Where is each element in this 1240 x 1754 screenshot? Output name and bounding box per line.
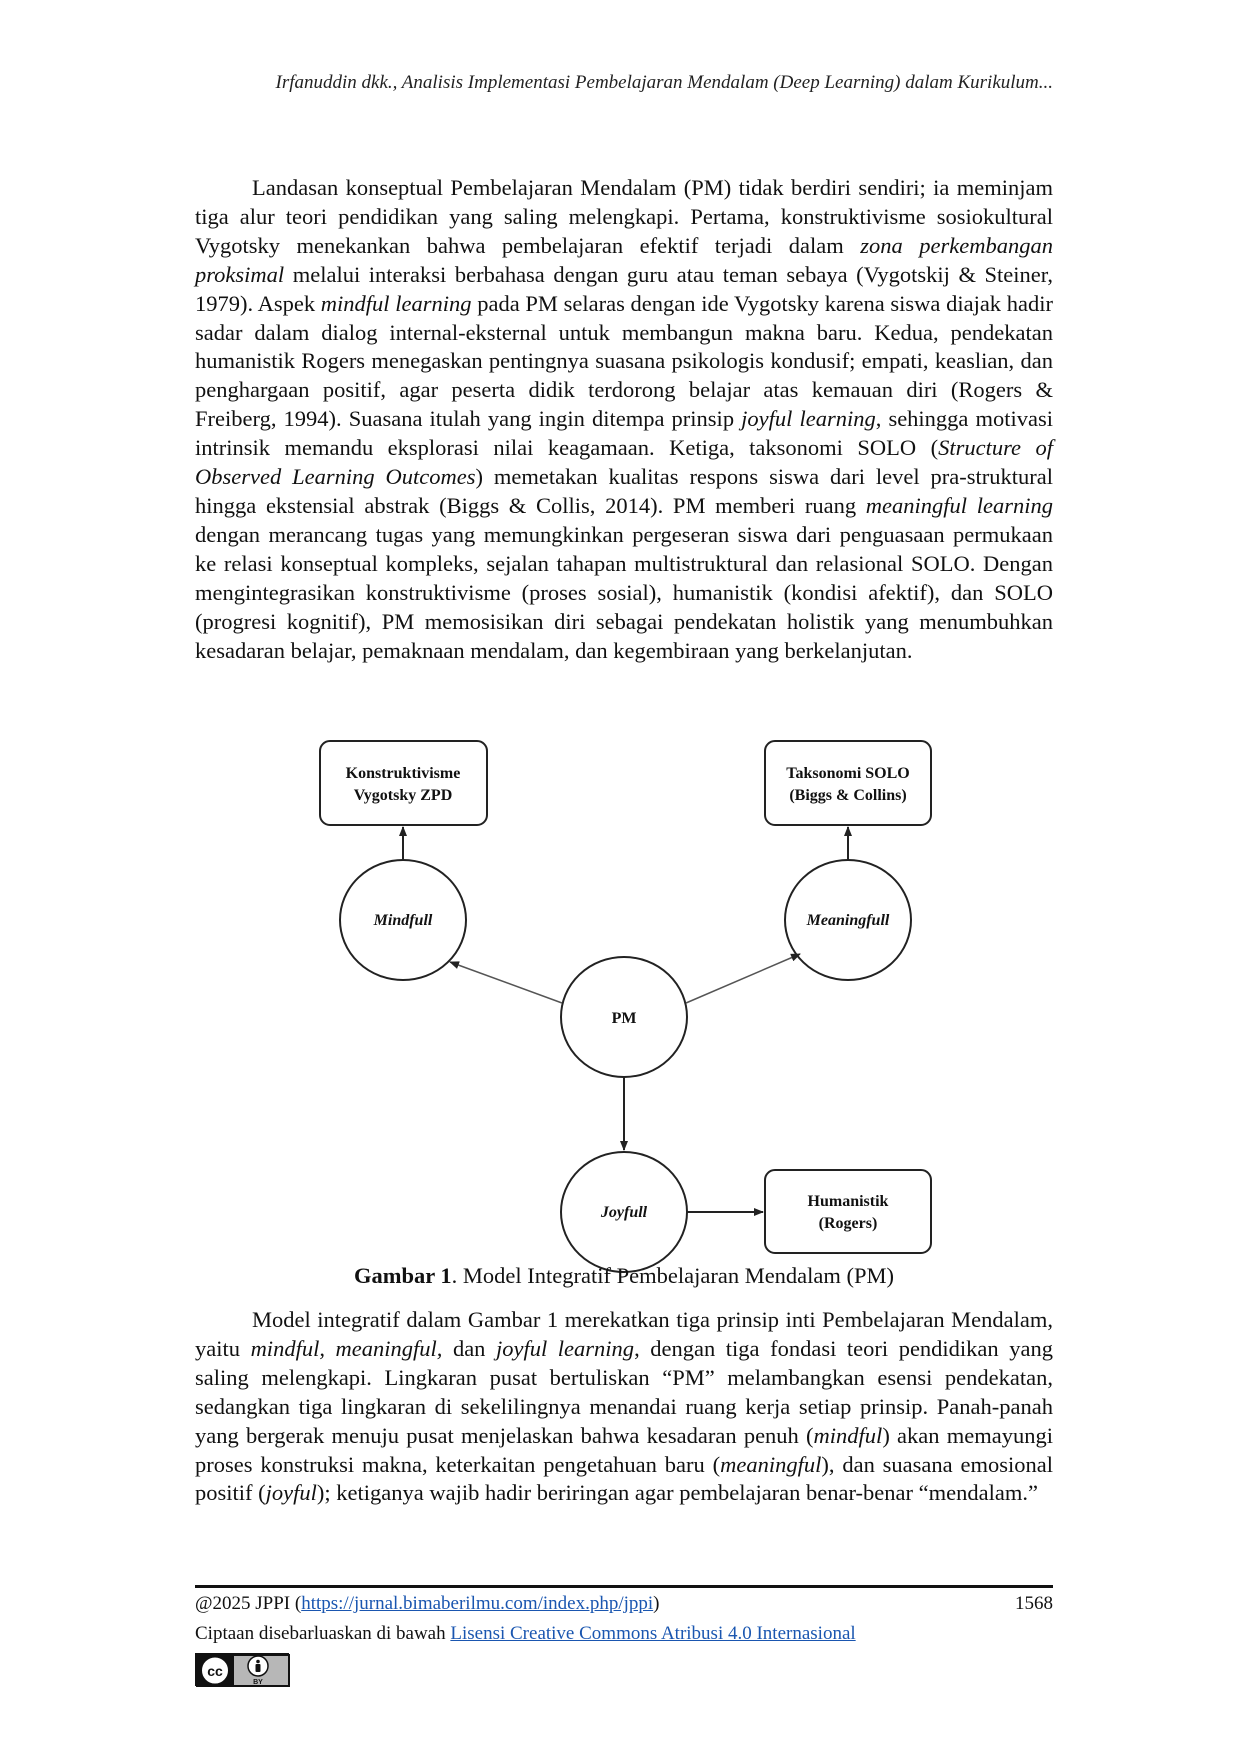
body-paragraph-1: Landasan konseptual Pembelajaran Mendala…: [195, 174, 1053, 665]
emphasis-text: joyful: [265, 1480, 317, 1506]
text-span: , sehingga motivasi intrinsik memandu ek…: [195, 406, 1053, 461]
box-solo-line2: (Biggs & Collins): [789, 787, 906, 804]
creative-commons-icon: cc: [200, 1655, 230, 1686]
emphasis-text: mindful learning: [320, 290, 472, 316]
emphasis-text: Structure of Observed Learning Outcomes: [195, 435, 1053, 490]
text-span: dan: [442, 1335, 496, 1361]
circle-pm-label: PM: [612, 1010, 637, 1027]
copyright-text: @2025 JPPI (: [195, 1593, 302, 1614]
box-solo-line1: Taksonomi SOLO: [786, 765, 909, 782]
circle-mindfull-label: Mindfull: [373, 912, 433, 929]
attribution-person-icon: [247, 1655, 269, 1677]
caption-text: . Model Integratif Pembelajaran Mendalam…: [451, 1263, 895, 1288]
text-span: Landasan konseptual Pembelajaran Mendala…: [195, 175, 1053, 258]
journal-url-link[interactable]: https://jurnal.bimaberilmu.com/index.php…: [301, 1593, 654, 1614]
circle-meaningfull-label: Meaningfull: [806, 912, 890, 929]
text-span: ) memetakan kualitas respons siswa dari …: [195, 464, 1053, 518]
page-number: 1568: [1015, 1593, 1053, 1614]
arrow-pm-to-meaningfull: [685, 953, 801, 1004]
text-span: , dengan tiga fondasi teori pendidikan y…: [195, 1335, 1053, 1448]
circle-meaningfull: [784, 859, 912, 981]
emphasis-text: mindful, meaningful,: [250, 1335, 443, 1361]
cc-by-badge[interactable]: cc BY: [195, 1653, 290, 1687]
box-taksonomi-solo: [764, 740, 932, 826]
text-span: ), dan suasana emosional positif (: [195, 1451, 1053, 1506]
running-header: Irfanuddin dkk., Analisis Implementasi P…: [275, 72, 1054, 93]
circle-pm: [560, 956, 688, 1078]
license-link[interactable]: Lisensi Creative Commons Atribusi 4.0 In…: [450, 1623, 856, 1644]
box-humanistik-line1: Humanistik: [808, 1193, 889, 1210]
license-prefix: Ciptaan disebarluaskan di bawah: [195, 1623, 451, 1644]
text-span: dengan merancang tugas yang memungkinkan…: [195, 521, 1053, 663]
footer-divider: [195, 1585, 1053, 1588]
emphasis-text: meaningful: [720, 1451, 822, 1477]
box-humanistik: [764, 1169, 932, 1254]
arrow-pm-to-mindfull: [449, 961, 563, 1004]
figure-caption: Gambar 1. Model Integratif Pembelajaran …: [195, 1263, 1053, 1289]
footer-copyright: @2025 JPPI (https://jurnal.bimaberilmu.c…: [195, 1593, 1053, 1615]
emphasis-text: zona perkembangan proksimal: [195, 232, 1053, 287]
circle-joyfull: [560, 1151, 688, 1273]
svg-text:cc: cc: [207, 1663, 223, 1679]
emphasis-text: meaningful learning: [865, 492, 1053, 518]
body-paragraph-2: Model integratif dalam Gambar 1 merekatk…: [195, 1306, 1053, 1508]
box-konstruktivisme-line1: Konstruktivisme: [346, 765, 461, 782]
circle-mindfull: [339, 859, 467, 981]
text-span: ); ketiganya wajib hadir beriringan agar…: [316, 1480, 1038, 1506]
box-humanistik-line2: (Rogers): [819, 1215, 878, 1232]
text-span: pada PM selaras dengan ide Vygotsky kare…: [195, 290, 1053, 432]
text-span: melalui interaksi berbahasa dengan guru …: [195, 261, 1053, 316]
box-konstruktivisme: [319, 740, 488, 826]
copyright-text-end: ): [653, 1593, 660, 1614]
footer-license: Ciptaan disebarluaskan di bawah Lisensi …: [195, 1623, 1053, 1645]
text-span: ) akan memayungi proses konstruksi makna…: [195, 1422, 1053, 1477]
text-span: Model integratif dalam Gambar 1 merekatk…: [195, 1307, 1053, 1361]
emphasis-text: mindful: [813, 1422, 883, 1448]
box-konstruktivisme-line2: Vygotsky ZPD: [354, 787, 453, 804]
badge-by-text: BY: [253, 1679, 263, 1686]
caption-label: Gambar 1: [353, 1263, 452, 1288]
circle-joyfull-label: Joyfull: [600, 1204, 648, 1221]
emphasis-text: joyful learning: [741, 406, 876, 432]
emphasis-text: joyful learning: [496, 1335, 635, 1361]
